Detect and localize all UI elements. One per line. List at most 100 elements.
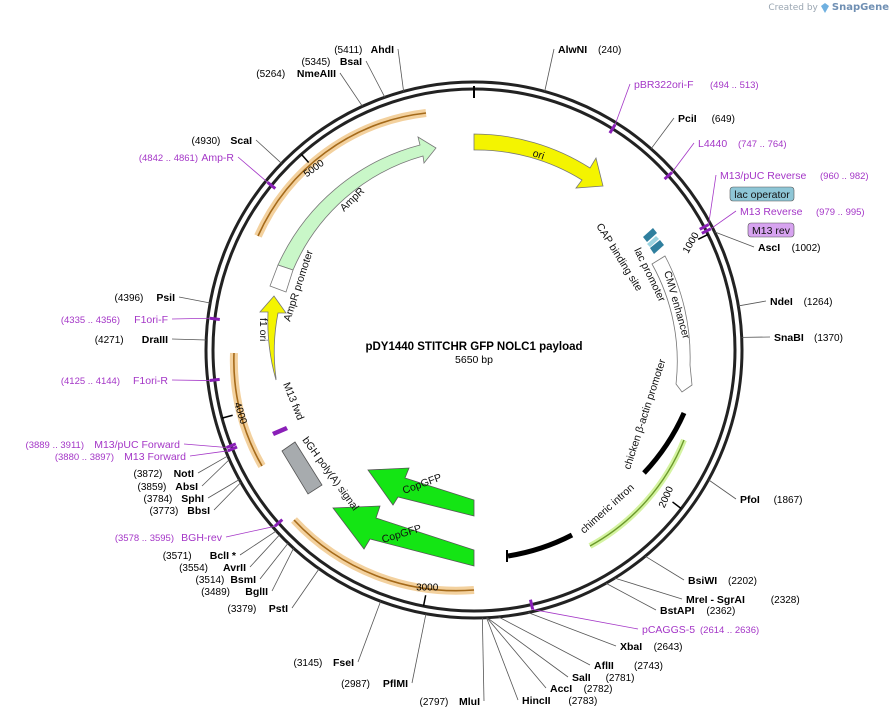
- enzyme-site-bglii[interactable]: BglII(3489): [201, 548, 294, 598]
- lac-promoter-feature[interactable]: [650, 240, 664, 254]
- primer-position: (747 .. 764): [738, 139, 787, 150]
- enzyme-site-snabi[interactable]: SnaBI(1370): [741, 332, 843, 344]
- f1-ori-arrow[interactable]: [259, 295, 287, 381]
- primer-position: (979 .. 995): [816, 207, 865, 218]
- cmv-enhancer-arrow[interactable]: [651, 255, 693, 393]
- enzyme-site-bsai[interactable]: BsaI (5345): [301, 56, 386, 98]
- primer-site-bgh-rev[interactable]: BGH-rev (3578 .. 3595): [115, 518, 284, 544]
- primer-mark: [529, 599, 535, 610]
- enzyme-site-acci[interactable]: AccI(2782): [486, 617, 613, 695]
- primer-site-m13-puc-reverse[interactable]: M13/pUC Reverse(960 .. 982): [699, 170, 869, 231]
- enzyme-position: (3145): [293, 658, 322, 669]
- primer-leader: [183, 443, 227, 448]
- enzyme-site-sali[interactable]: SalI(2781): [486, 617, 635, 684]
- primer-site-pcaggs-5[interactable]: pCAGGS-5(2614 .. 2636): [529, 599, 759, 636]
- enzyme-site-pfoi[interactable]: PfoI(1867): [708, 479, 803, 506]
- enzyme-name: FseI: [333, 657, 354, 669]
- chicken-actin-promoter-line[interactable]: [642, 411, 687, 475]
- primer-position: (3578 .. 3595): [115, 533, 174, 544]
- chimeric-intron-line[interactable]: [507, 532, 574, 559]
- enzyme-site-mrei-sgrai[interactable]: MreI - SgrAI(2328): [614, 577, 800, 606]
- enzyme-site-scai[interactable]: ScaI(4930): [191, 135, 282, 164]
- cap-binding-feature[interactable]: [647, 236, 659, 247]
- enzyme-name: HincII: [522, 695, 551, 707]
- enzyme-position: (2783): [568, 696, 597, 707]
- ori-arrow[interactable]: [473, 133, 604, 189]
- enzyme-name: BsmI: [230, 574, 256, 586]
- enzyme-site-absi[interactable]: AbsI(3859): [137, 459, 230, 493]
- tick-label-4000: 4000: [231, 401, 248, 426]
- copgfp-arrow-2[interactable]: [332, 505, 475, 567]
- enzyme-site-noti[interactable]: NotI(3872): [133, 455, 229, 480]
- primer-mark: [266, 181, 277, 190]
- enzyme-name: BclI *: [210, 550, 237, 562]
- enzyme-position: (3784): [143, 494, 172, 505]
- enzyme-site-hincii[interactable]: HincII (2783): [486, 617, 598, 707]
- enzyme-site-psti[interactable]: PstI(3379): [227, 568, 320, 615]
- enzyme-site-ahdi[interactable]: AhdI(5411): [334, 44, 405, 92]
- primer-name: M13 Reverse: [740, 206, 803, 218]
- enzyme-site-bcli-[interactable]: BclI *(3571): [163, 530, 277, 562]
- primer-site-m13-puc-forward[interactable]: M13/pUC Forward(3889 .. 3911): [26, 439, 237, 451]
- enzyme-position: (2328): [771, 595, 800, 606]
- enzyme-position: (2743): [634, 661, 663, 672]
- enzyme-leader: [650, 117, 675, 150]
- enzyme-sites: AhdI(5411)BsaI (5345)NmeAIII(5264) AlwNI(2…: [95, 44, 843, 708]
- enzyme-leader: [644, 555, 685, 581]
- enzyme-site-draiii[interactable]: DraIII(4271): [95, 334, 207, 346]
- primer-sites: pBR322ori-F(494 .. 513)L4440(747 .. 764)…: [26, 79, 869, 636]
- primer-site-m13-reverse[interactable]: M13 Reverse (979 .. 995): [701, 206, 865, 235]
- primer-site-amp-r[interactable]: Amp-R(4842 .. 4861): [139, 152, 277, 190]
- primer-name: BGH-rev: [181, 532, 223, 544]
- primer-position: (2614 .. 2636): [700, 625, 759, 636]
- lac-operator-feature[interactable]: [643, 228, 657, 242]
- enzyme-name: BsaI: [340, 56, 362, 68]
- tick-label-1000: 1000: [681, 230, 702, 255]
- bgh-polya-block[interactable]: [281, 441, 323, 495]
- enzyme-position: (240): [598, 45, 621, 56]
- chimeric-intron-label: chimeric intron: [578, 482, 637, 537]
- enzyme-site-alwni[interactable]: AlwNI(240): [544, 44, 622, 92]
- enzyme-site-bsmi[interactable]: BsmI(3514): [195, 542, 289, 586]
- enzyme-site-pflmi[interactable]: PflMI(2987): [341, 613, 427, 690]
- m13-rev-box[interactable]: [747, 222, 795, 238]
- primer-site-f1ori-r[interactable]: F1ori-R(4125 .. 4144): [61, 375, 220, 387]
- enzyme-site-fsei[interactable]: FseI (3145): [293, 601, 382, 669]
- enzyme-site-bstapi[interactable]: BstAPI(2362): [605, 582, 735, 617]
- plasmid-title: pDY1440 STITCHR GFP NOLC1 payload: [365, 341, 582, 353]
- enzyme-leader: [544, 48, 555, 92]
- enzyme-site-ndei[interactable]: NdeI(1264): [738, 296, 833, 308]
- enzyme-site-psii[interactable]: PsiI(4396): [114, 292, 211, 304]
- enzyme-site-mlui[interactable]: MluI(2797): [419, 617, 485, 708]
- copgfp-arrow-1[interactable]: [367, 467, 475, 517]
- m13-fwd-marker[interactable]: [272, 426, 288, 436]
- primer-name: Amp-R: [201, 152, 234, 164]
- enzyme-site-xbai[interactable]: XbaI(2643): [527, 612, 683, 653]
- primer-site-l4440[interactable]: L4440(747 .. 764): [663, 138, 787, 181]
- primer-site-m13-forward[interactable]: M13 Forward(3880 .. 3897): [55, 445, 238, 463]
- enzyme-site-nmeaiii[interactable]: NmeAIII(5264): [256, 68, 363, 107]
- lac-operator-box[interactable]: [729, 186, 795, 202]
- enzyme-site-bbsi[interactable]: BbsI(3773): [149, 482, 242, 517]
- enzyme-leader: [171, 338, 207, 341]
- enzyme-leader: [255, 139, 282, 164]
- enzyme-position: (5345): [301, 57, 330, 68]
- ampr-promoter-arrow[interactable]: [269, 264, 294, 293]
- tick-mark-3000: [422, 595, 427, 607]
- enzyme-site-asci[interactable]: AscI(1002): [714, 231, 821, 254]
- enzyme-site-sphi[interactable]: SphI(3784): [143, 479, 240, 505]
- primer-site-pbr322ori-f[interactable]: pBR322ori-F(494 .. 513): [608, 79, 759, 134]
- ampr-arrow[interactable]: [277, 136, 437, 271]
- enzyme-name: BsiWI: [688, 575, 717, 587]
- enzyme-site-bsiwi[interactable]: BsiWI(2202): [644, 555, 757, 587]
- tick-mark-4000: [221, 414, 233, 419]
- primer-mark: [209, 316, 221, 321]
- primer-mark: [209, 377, 220, 383]
- enzyme-position: (2797): [419, 697, 448, 708]
- primer-name: pBR322ori-F: [634, 79, 694, 91]
- enzyme-site-avrii[interactable]: AvrII(3554): [179, 534, 281, 574]
- enzyme-site-aflii[interactable]: AflII(2743): [498, 616, 663, 672]
- primer-site-f1ori-f[interactable]: F1ori-F(4335 .. 4356): [61, 314, 221, 326]
- enzyme-position: (2643): [654, 642, 683, 653]
- enzyme-site-pcii[interactable]: PciI(649): [650, 113, 735, 150]
